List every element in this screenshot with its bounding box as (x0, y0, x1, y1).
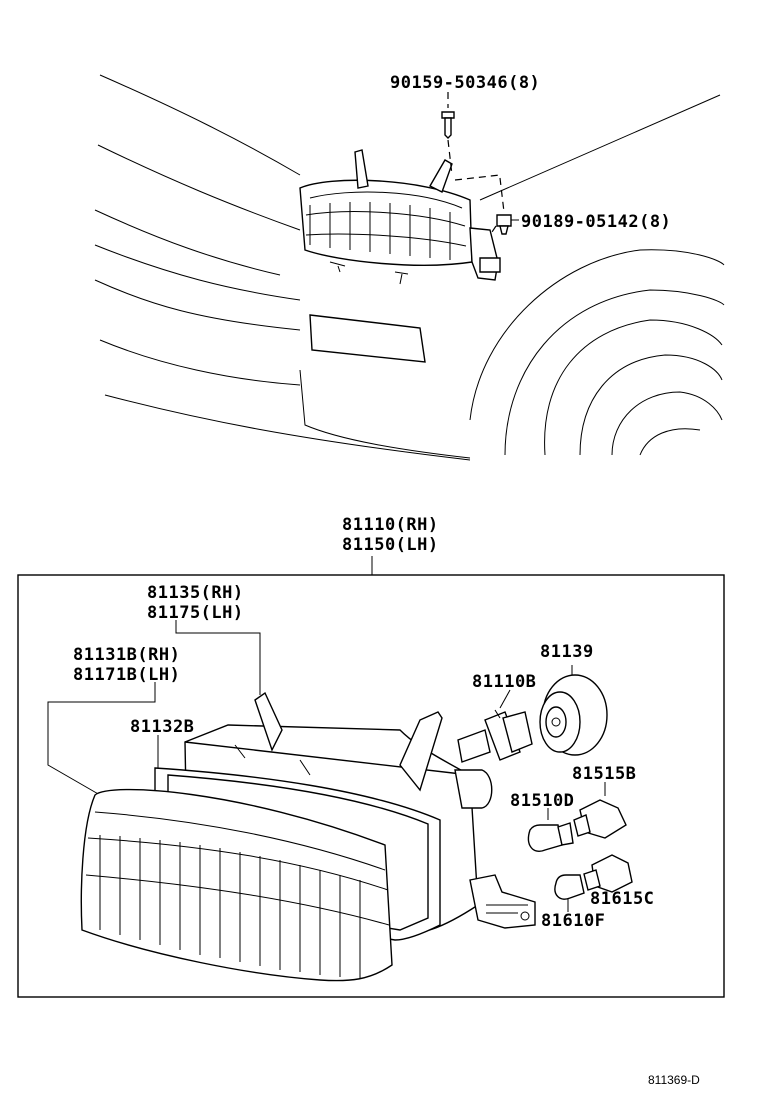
bulb-cover (539, 674, 608, 756)
bolt-part (441, 92, 455, 176)
lens-lh-part-number: 81171B(LH) (73, 665, 180, 685)
upper-bulb (527, 822, 574, 852)
upper-socket (573, 799, 627, 839)
clip-part (489, 177, 519, 236)
gasket-part-number: 81132B (130, 717, 194, 737)
diagram-code: 811369-D (648, 1073, 700, 1087)
headlight-bulb-part-number: 81110B (472, 672, 536, 692)
housing-rh-part-number: 81135(RH) (147, 583, 244, 603)
upper-bulb-part-number: 81510D (510, 791, 574, 811)
lower-bulb (554, 874, 585, 900)
assembly-frame (17, 574, 725, 998)
headlight-bulb (457, 709, 533, 763)
lower-socket-part-number: 81615C (590, 889, 654, 909)
upper-socket-part-number: 81515B (572, 764, 636, 784)
unit-rh-part-number: 81110(RH) (342, 515, 439, 535)
bulb-cover-part-number: 81139 (540, 642, 594, 662)
unit-lh-part-number: 81150(LH) (342, 535, 439, 555)
headlamp-installed (299, 149, 501, 285)
lower-socket (583, 854, 633, 893)
housing-lh-part-number: 81175(LH) (147, 603, 244, 623)
vehicle-front-illustration (94, 74, 725, 461)
lower-bulb-part-number: 81610F (541, 911, 605, 931)
lens-rh-part-number: 81131B(RH) (73, 645, 180, 665)
bolt-part-number: 90159-50346(8) (390, 73, 540, 93)
clip-part-number: 90189-05142(8) (521, 212, 671, 232)
headlamp-lens (80, 788, 393, 982)
